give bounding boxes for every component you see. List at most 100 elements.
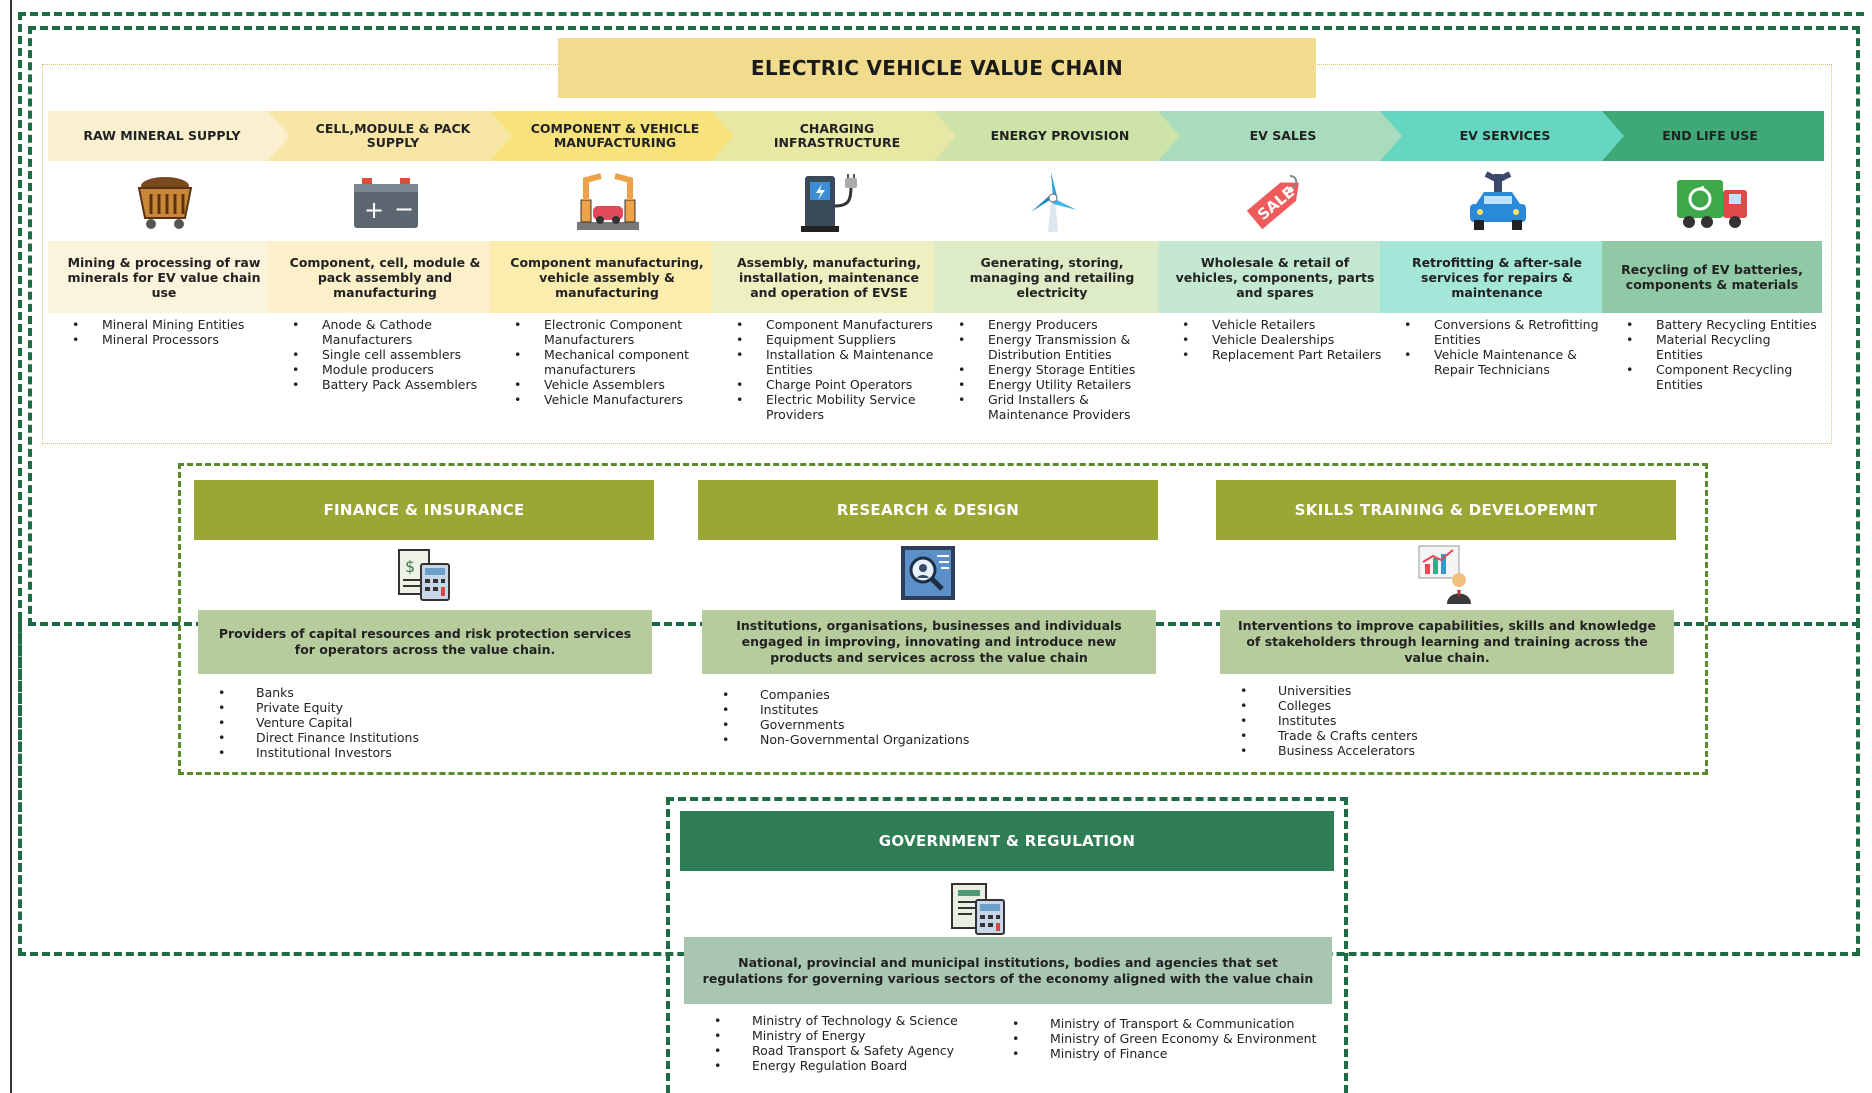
list-item: Energy Regulation Board (714, 1058, 1014, 1073)
list-item: Energy Producers (958, 317, 1168, 332)
list-item: Energy Transmission & Distribution Entit… (958, 332, 1168, 362)
list-item: Governments (722, 717, 1152, 732)
government-description: National, provincial and municipal insti… (684, 937, 1332, 1004)
list-item: Vehicle Maintenance & Repair Technicians (1404, 347, 1612, 377)
list-item: Institutes (722, 702, 1152, 717)
sale-tag-icon: SALE (1158, 163, 1394, 240)
list-item: Anode & Cathode Manufacturers (292, 317, 500, 347)
stage-entity-list-7: Conversions & Retrofitting EntitiesVehic… (1384, 317, 1616, 377)
support-entity-list-1: BanksPrivate EquityVenture CapitalDirect… (218, 685, 648, 760)
list-item: Charge Point Operators (736, 377, 944, 392)
svg-text:$: $ (405, 557, 415, 576)
robot-arm-icon (490, 163, 726, 240)
list-item: Road Transport & Safety Agency (714, 1043, 1014, 1058)
list-item: Ministry of Transport & Communication (1012, 1016, 1332, 1031)
list-item: Energy Storage Entities (958, 362, 1168, 377)
stage-description-8: Recycling of EV batteries, components & … (1602, 241, 1822, 313)
list-item: Venture Capital (218, 715, 648, 730)
stage-entity-list-5: Energy ProducersEnergy Transmission & Di… (938, 317, 1172, 422)
list-item: Direct Finance Institutions (218, 730, 648, 745)
list-item: Mineral Mining Entities (72, 317, 278, 332)
list-item: Ministry of Finance (1012, 1046, 1332, 1061)
list-item: Colleges (1240, 698, 1670, 713)
stage-header-1: RAW MINERAL SUPPLY (48, 111, 302, 161)
list-item: Installation & Maintenance Entities (736, 347, 944, 377)
list-item: Institutional Investors (218, 745, 648, 760)
car-wrench-icon (1380, 163, 1616, 240)
support-description-3: Interventions to improve capabilities, s… (1220, 610, 1674, 674)
stage-description-2: Component, cell, module & pack assembly … (268, 241, 502, 313)
support-dashed-frame (178, 463, 1708, 775)
stage-header-8: END LIFE USE (1602, 111, 1824, 161)
finance-calculator-icon: $ (393, 542, 455, 606)
government-dashed-frame (666, 797, 1348, 1093)
list-item: Electronic Component Manufacturers (514, 317, 722, 347)
list-item: Companies (722, 687, 1152, 702)
list-item: Institutes (1240, 713, 1670, 728)
list-item: Ministry of Green Economy & Environment (1012, 1031, 1332, 1046)
list-item: Component Manufacturers (736, 317, 944, 332)
list-item: Ministry of Technology & Science (714, 1013, 1014, 1028)
battery-icon: +− (268, 163, 504, 240)
presenter-chart-icon (1415, 542, 1477, 606)
list-item: Non-Governmental Organizations (722, 732, 1152, 747)
list-item: Grid Installers & Maintenance Providers (958, 392, 1168, 422)
government-calculator-icon (946, 876, 1010, 940)
svg-text:−: − (394, 195, 414, 223)
government-header: GOVERNMENT & REGULATION (680, 811, 1334, 871)
list-item: Single cell assemblers (292, 347, 500, 362)
stage-description-6: Wholesale & retail of vehicles, componen… (1158, 241, 1392, 313)
support-header-3: SKILLS TRAINING & DEVELOPEMNT (1216, 480, 1676, 540)
stage-description-5: Generating, storing, managing and retail… (934, 241, 1170, 313)
stage-entity-list-6: Vehicle RetailersVehicle DealershipsRepl… (1162, 317, 1394, 362)
list-item: Private Equity (218, 700, 648, 715)
support-description-1: Providers of capital resources and risk … (198, 610, 652, 674)
list-item: Module producers (292, 362, 500, 377)
research-magnifier-icon (897, 542, 959, 606)
list-item: Vehicle Retailers (1182, 317, 1390, 332)
stage-description-4: Assembly, manufacturing, installation, m… (712, 241, 946, 313)
recycling-truck-icon (1602, 163, 1824, 240)
list-item: Vehicle Dealerships (1182, 332, 1390, 347)
stage-entity-list-2: Anode & Cathode ManufacturersSingle cell… (272, 317, 504, 392)
stage-description-7: Retrofitting & after-sale services for r… (1380, 241, 1614, 313)
stage-header-4: CHARGING INFRASTRUCTURE (712, 111, 968, 161)
left-border-line (10, 0, 12, 1093)
list-item: Universities (1240, 683, 1670, 698)
list-item: Energy Utility Retailers (958, 377, 1168, 392)
stage-entity-list-4: Component ManufacturersEquipment Supplie… (716, 317, 948, 422)
stage-entity-list-1: Mineral Mining EntitiesMineral Processor… (52, 317, 282, 347)
list-item: Battery Recycling Entities (1626, 317, 1820, 332)
list-item: Material Recycling Entities (1626, 332, 1820, 362)
government-list-right: Ministry of Transport & CommunicationMin… (1012, 1016, 1332, 1061)
list-item: Equipment Suppliers (736, 332, 944, 347)
list-item: Banks (218, 685, 648, 700)
list-item: Vehicle Assemblers (514, 377, 722, 392)
list-item: Component Recycling Entities (1626, 362, 1820, 392)
stage-entity-list-8: Battery Recycling EntitiesMaterial Recyc… (1606, 317, 1824, 392)
stage-header-7: EV SERVICES (1380, 111, 1636, 161)
list-item: Battery Pack Assemblers (292, 377, 500, 392)
list-item: Ministry of Energy (714, 1028, 1014, 1043)
support-description-2: Institutions, organisations, businesses … (702, 610, 1156, 674)
list-item: Mineral Processors (72, 332, 278, 347)
list-item: Electric Mobility Service Providers (736, 392, 944, 422)
support-entity-list-3: UniversitiesCollegesInstitutesTrade & Cr… (1240, 683, 1670, 758)
support-entity-list-2: CompaniesInstitutesGovernmentsNon-Govern… (722, 687, 1152, 747)
stage-entity-list-3: Electronic Component ManufacturersMechan… (494, 317, 726, 407)
support-header-1: FINANCE & INSURANCE (194, 480, 654, 540)
stage-header-5: ENERGY PROVISION (934, 111, 1192, 161)
stage-description-3: Component manufacturing, vehicle assembl… (490, 241, 724, 313)
list-item: Replacement Part Retailers (1182, 347, 1390, 362)
support-header-2: RESEARCH & DESIGN (698, 480, 1158, 540)
list-item: Conversions & Retrofitting Entities (1404, 317, 1612, 347)
svg-text:+: + (364, 196, 384, 224)
outer-dashed-frame (18, 12, 1864, 956)
list-item: Vehicle Manufacturers (514, 392, 722, 407)
stage-header-3: COMPONENT & VEHICLE MANUFACTURING (490, 111, 746, 161)
mining-cart-icon (48, 163, 282, 240)
list-item: Trade & Crafts centers (1240, 728, 1670, 743)
charging-station-icon (712, 163, 948, 240)
stage-description-1: Mining & processing of raw minerals for … (48, 241, 280, 313)
list-item: Business Accelerators (1240, 743, 1670, 758)
